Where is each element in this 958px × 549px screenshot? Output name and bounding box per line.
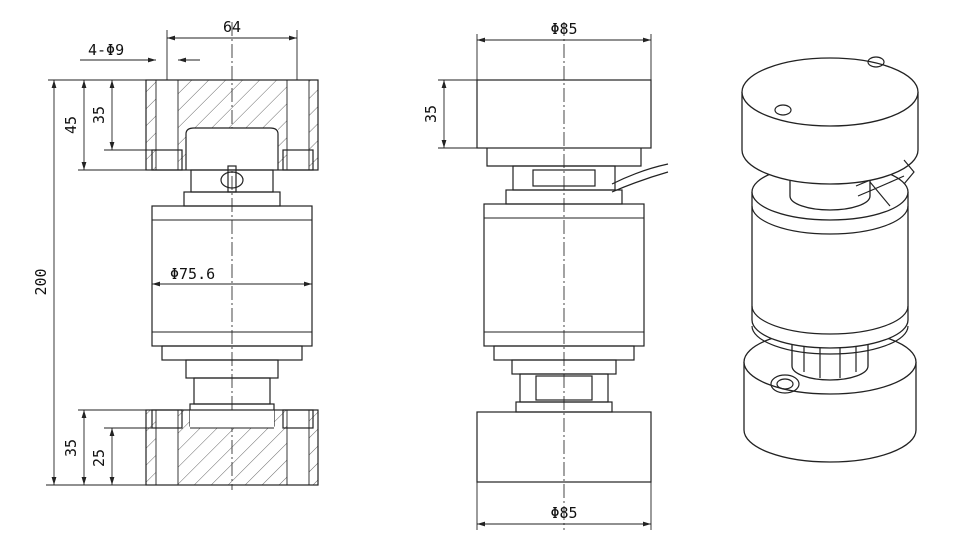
dim-label-200: 200 bbox=[32, 268, 50, 295]
dim-label-holes: 4-Φ9 bbox=[88, 41, 124, 59]
dim-bottom-heights: 35 25 bbox=[62, 409, 152, 485]
dim-side-top-diameter: Φ85 bbox=[476, 20, 652, 80]
dim-label-top-35: 35 bbox=[90, 106, 108, 124]
dim-top-heights: 45 35 bbox=[48, 79, 152, 171]
dim-label-45: 45 bbox=[62, 116, 80, 134]
dim-label-75: Φ75.6 bbox=[170, 265, 215, 283]
side-view: Φ85 35 Φ85 bbox=[422, 20, 669, 530]
dim-label-top-85: Φ85 bbox=[550, 20, 577, 38]
dim-holes: 4-Φ9 bbox=[80, 41, 200, 63]
dim-width-64: 64 bbox=[166, 18, 298, 80]
top-flange bbox=[145, 79, 319, 171]
side-lower-neck bbox=[511, 359, 617, 413]
dim-label-64: 64 bbox=[223, 18, 241, 36]
dim-label-side-35: 35 bbox=[422, 105, 440, 123]
iso-top-cap bbox=[741, 56, 919, 185]
side-bottom-cap bbox=[476, 411, 652, 483]
dim-label-bottom-35: 35 bbox=[62, 439, 80, 457]
dim-total-200: 200 bbox=[32, 80, 146, 486]
dim-label-bottom-85: Φ85 bbox=[550, 504, 577, 522]
dim-label-25: 25 bbox=[90, 449, 108, 467]
dim-side-bottom-diameter: Φ85 bbox=[476, 482, 652, 530]
front-view: 64 4-Φ9 45 35 200 Φ75.6 bbox=[32, 18, 319, 490]
side-upper-neck bbox=[505, 163, 669, 205]
upper-neck bbox=[183, 165, 281, 207]
bottom-flange bbox=[145, 409, 319, 486]
isometric-view bbox=[741, 56, 919, 463]
dim-side-top-height: 35 bbox=[422, 79, 477, 149]
dim-body-diameter: Φ75.6 bbox=[152, 265, 312, 287]
